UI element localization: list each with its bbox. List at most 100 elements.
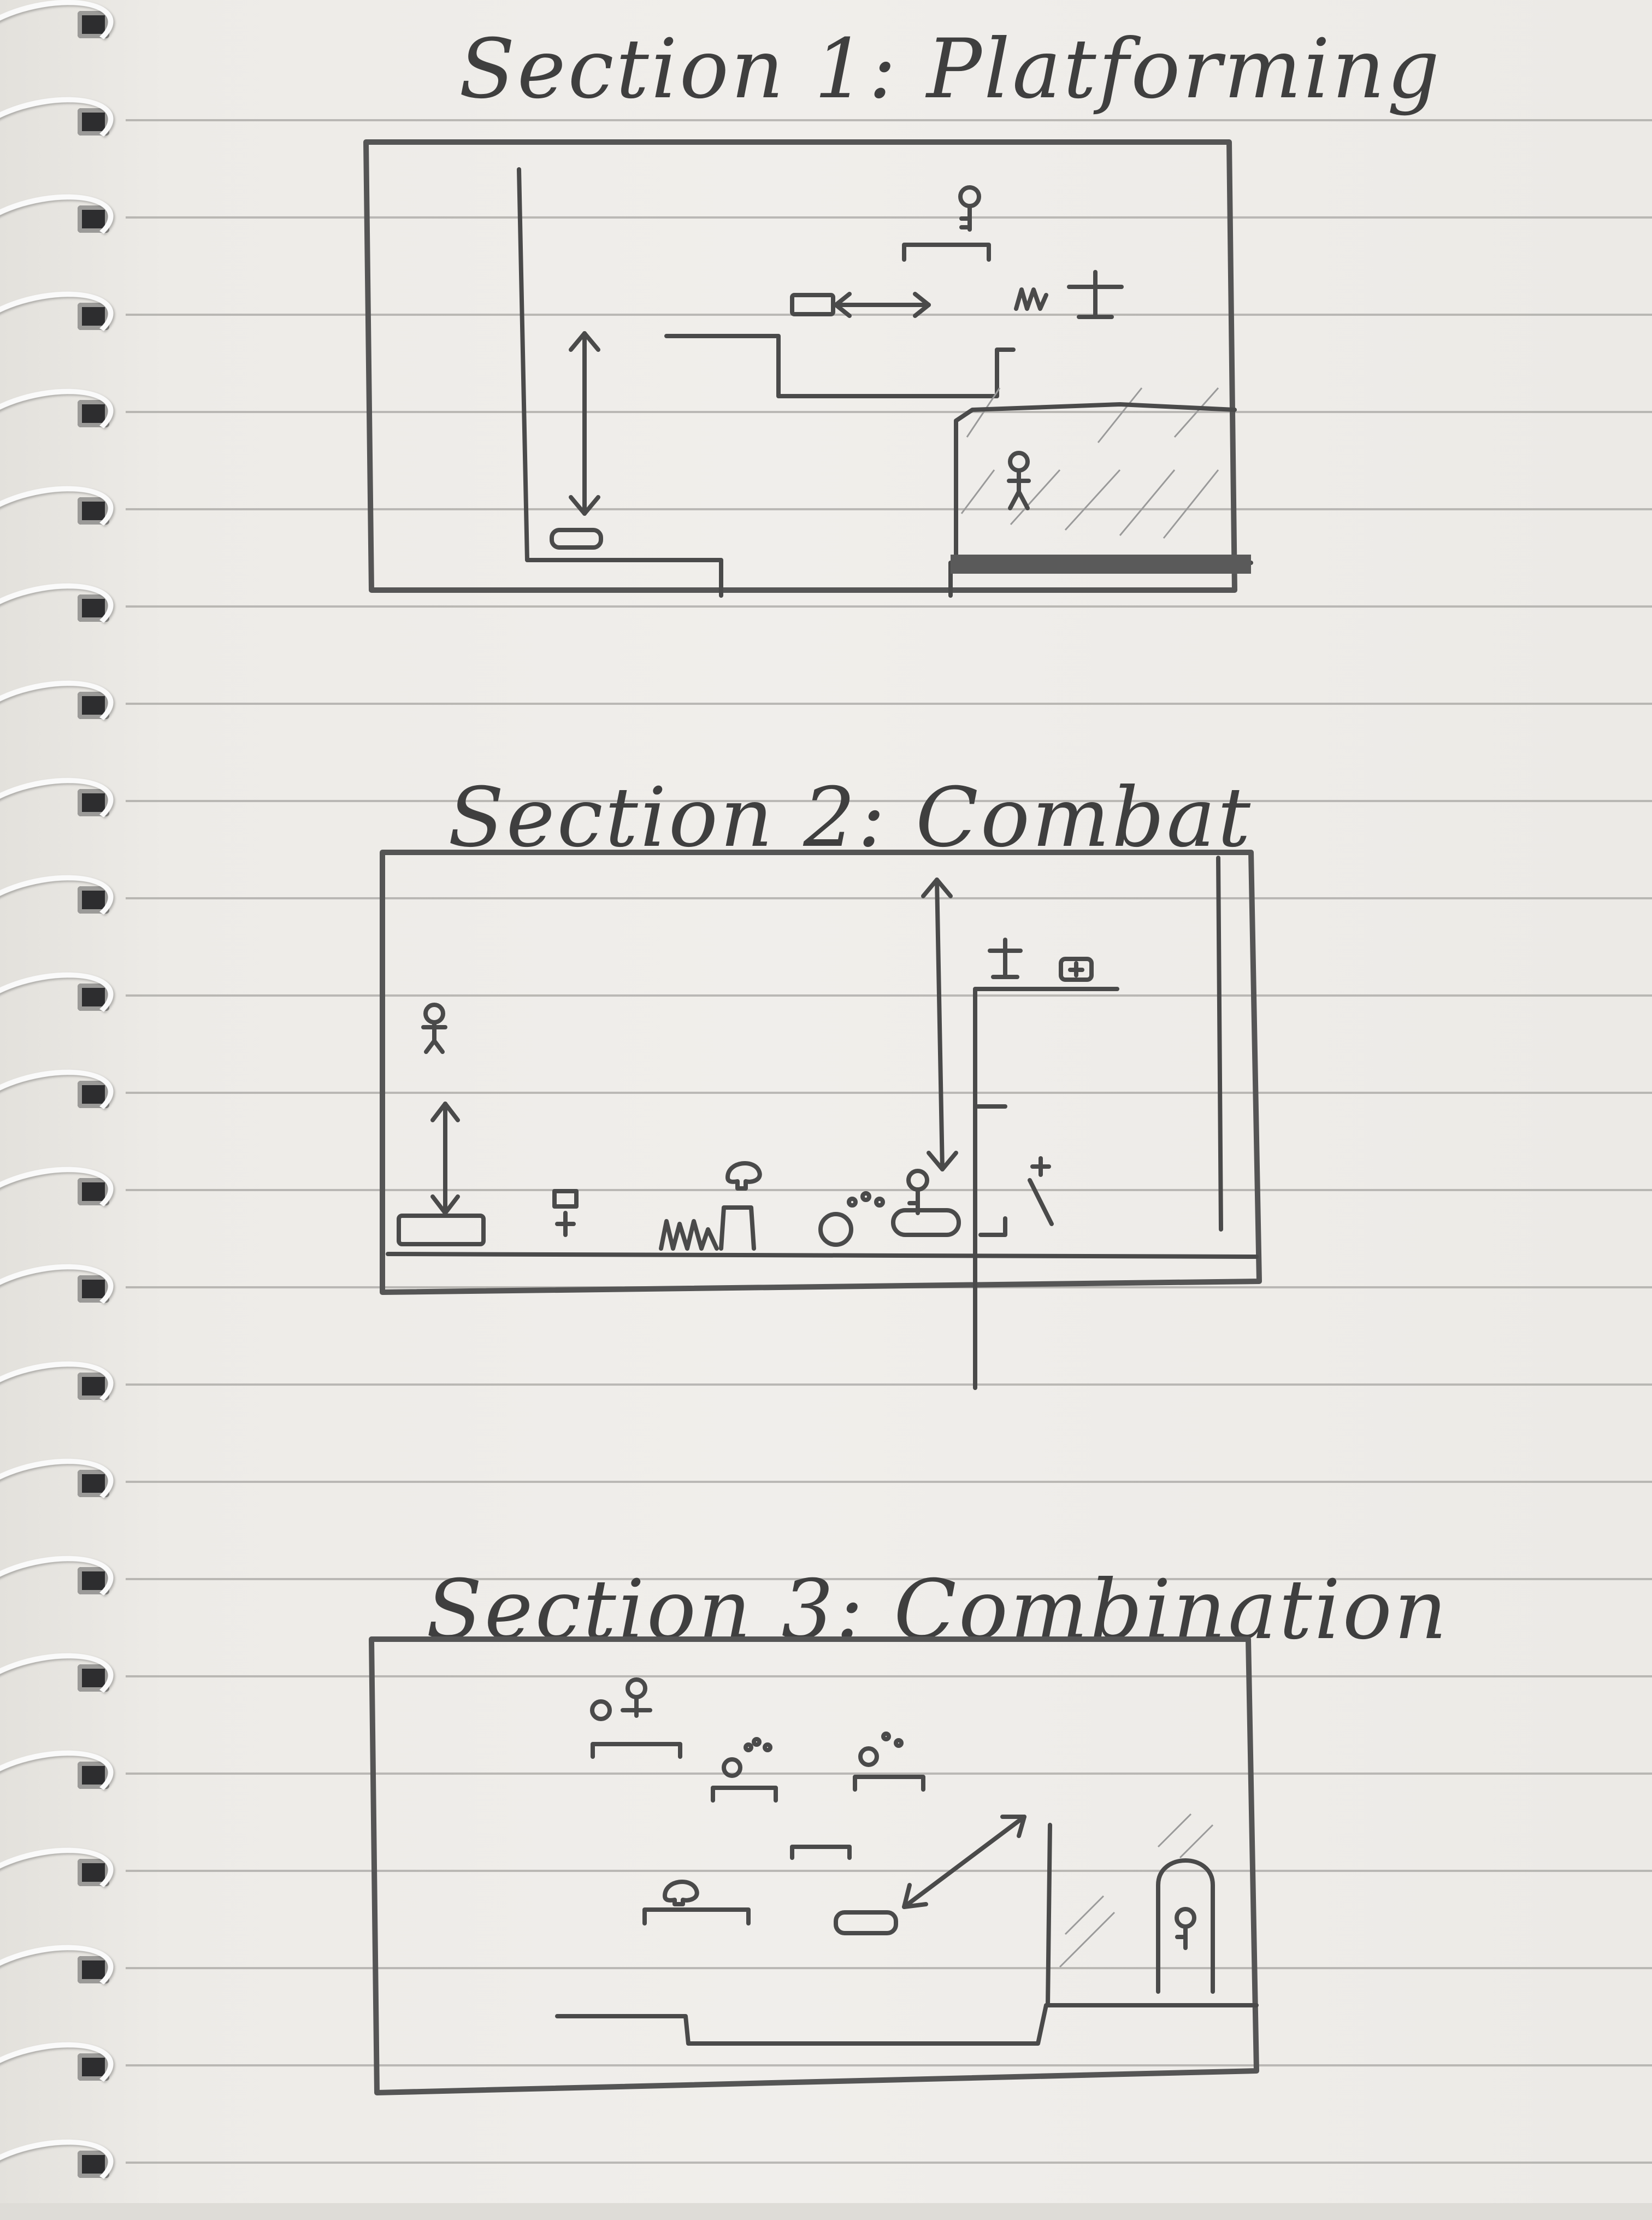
spiral-ring — [0, 474, 120, 567]
spiral-ring — [0, 1155, 120, 1247]
water-surface — [954, 402, 1237, 565]
ruled-line — [126, 1383, 1652, 1386]
binding-hole — [78, 594, 109, 622]
horizontal-arrow-left — [834, 292, 852, 318]
binding-hole — [78, 984, 109, 1011]
spiral-ring — [0, 1058, 120, 1150]
spiral-ring — [0, 669, 120, 761]
ruled-line — [126, 1675, 1652, 1677]
bubbles — [881, 1732, 904, 1748]
spiral-ring — [0, 961, 120, 1053]
binding-hole — [78, 1762, 109, 1789]
spiral-ring — [0, 280, 120, 372]
platform-mid-left — [711, 1786, 778, 1803]
binding-hole — [78, 1859, 109, 1886]
spiral-ring — [0, 572, 120, 664]
key-icon — [1175, 1907, 1196, 1950]
grave-cross-icon — [552, 1189, 579, 1237]
ruled-line — [126, 1870, 1652, 1872]
binding-hole — [78, 886, 109, 914]
ruled-line — [126, 897, 1652, 899]
bomb-icon — [818, 1212, 853, 1247]
bubbles — [847, 1191, 885, 1208]
hatch-area — [1059, 1813, 1214, 1968]
spiral-ring — [0, 766, 120, 858]
spiral-ring — [0, 1544, 120, 1636]
upward-arrow-top — [569, 331, 600, 352]
spiral-ring — [0, 182, 120, 275]
ruled-line — [126, 605, 1652, 608]
binding-hole — [78, 108, 109, 136]
up-arrow-left-top — [430, 1102, 460, 1122]
ruled-line — [126, 2064, 1652, 2066]
key-icon — [906, 1169, 929, 1215]
moving-platform-icon — [397, 1214, 486, 1246]
water-bottom-shade — [951, 555, 1251, 574]
stick-figure-icon — [421, 1003, 447, 1054]
tall-arrow-bottom — [927, 1151, 958, 1171]
spiral-ring — [0, 863, 120, 956]
sword-icon — [1028, 1178, 1054, 1226]
bomb-icon — [858, 1746, 879, 1767]
stick-figure-icon — [1007, 451, 1031, 510]
water-hatching — [960, 387, 1219, 539]
ruled-line — [126, 119, 1652, 121]
upper-right-ledge — [973, 987, 1119, 1390]
spikes-icon — [659, 1219, 719, 1251]
health-pack-icon — [1059, 957, 1094, 982]
bomb-icon — [590, 1699, 612, 1721]
wall-base — [978, 1216, 1007, 1237]
section-1-frame — [363, 139, 1237, 593]
platform-small — [790, 1845, 852, 1860]
spiral-ring — [0, 1350, 120, 1442]
ruled-line — [126, 314, 1652, 316]
platform-top-left — [591, 1742, 682, 1759]
ruled-line — [126, 1092, 1652, 1094]
exit-door-icon — [1156, 1858, 1215, 1994]
ruled-line — [126, 703, 1652, 705]
top-ledge — [902, 243, 991, 262]
binding-hole — [78, 1373, 109, 1400]
key-icon — [621, 1677, 652, 1718]
platform-low-left — [642, 1907, 751, 1925]
diagonal-arrow-end — [1000, 1815, 1026, 1838]
right-inner-wall — [1216, 856, 1223, 1232]
ruled-line — [126, 1578, 1652, 1580]
diagonal-arrow — [902, 1815, 1026, 1909]
section-3-frame — [369, 1636, 1259, 2095]
upward-arrow-bottom — [569, 495, 600, 516]
ruled-line — [126, 1481, 1652, 1483]
spiral-ring — [0, 0, 120, 80]
ruled-line — [126, 1967, 1652, 1969]
right-pillar — [1046, 1823, 1052, 2007]
floor-left — [555, 2003, 1259, 2046]
spiral-ring — [0, 377, 120, 469]
binding-hole — [78, 497, 109, 525]
diagonal-arrow-start — [902, 1883, 928, 1909]
grave-cross-icon — [1067, 270, 1124, 319]
binding-hole — [78, 205, 109, 233]
blob-enemy-icon — [663, 1880, 699, 1906]
section-2-sketch — [380, 850, 1262, 1390]
moving-platform-icon — [891, 1208, 961, 1237]
spiral-ring — [0, 1836, 120, 1928]
raised-block — [719, 1205, 756, 1251]
tall-arrow — [935, 878, 945, 1171]
moving-platform-icon — [550, 528, 603, 550]
ruled-line — [126, 800, 1652, 802]
ground-line — [386, 1252, 1259, 1259]
binding-hole — [78, 692, 109, 719]
binding-hole — [78, 400, 109, 427]
ruled-line — [126, 216, 1652, 219]
upper-platform — [664, 334, 1016, 398]
ruled-line — [126, 1773, 1652, 1775]
ruled-line — [126, 508, 1652, 510]
binding-hole — [78, 2053, 109, 2081]
grave-cross-icon — [988, 938, 1023, 979]
ruled-line — [126, 2162, 1652, 2164]
spiral-ring — [0, 1933, 120, 2025]
spikes-icon — [1014, 287, 1048, 311]
spiral-ring — [0, 2128, 120, 2220]
section-3-sketch — [369, 1636, 1259, 2095]
